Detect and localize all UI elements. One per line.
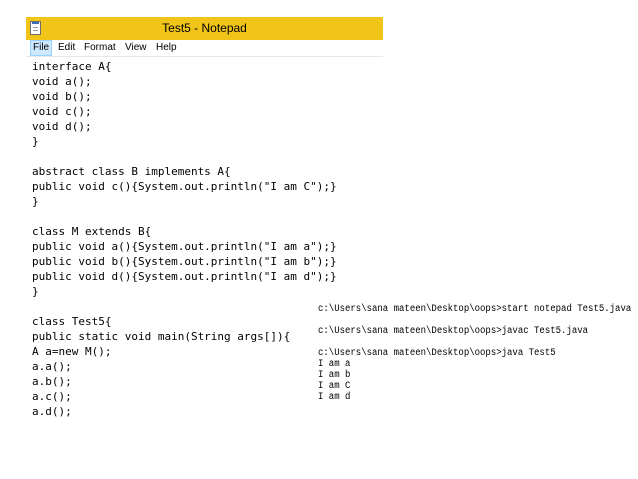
code-line: } <box>32 285 39 298</box>
code-line: a.a(); <box>32 360 72 373</box>
notepad-app-icon[interactable] <box>30 21 41 35</box>
command-prompt-output: c:\Users\sana mateen\Desktop\oops>start … <box>312 300 638 415</box>
title-bar[interactable]: Test5 - Notepad <box>26 17 383 40</box>
menu-view[interactable]: View <box>125 42 147 53</box>
code-line: A a=new M(); <box>32 345 112 358</box>
code-line: void d(); <box>32 120 92 133</box>
console-line: c:\Users\sana mateen\Desktop\oops>javac … <box>318 326 589 337</box>
code-line: public void c(){System.out.println("I am… <box>32 180 337 193</box>
code-line: a.d(); <box>32 405 72 417</box>
console-line: I am C <box>318 381 351 392</box>
console-line: c:\Users\sana mateen\Desktop\oops>java T… <box>318 348 556 359</box>
code-line: abstract class B implements A{ <box>32 165 231 178</box>
code-line: } <box>32 135 39 148</box>
code-line: void b(); <box>32 90 92 103</box>
menu-format[interactable]: Format <box>84 42 116 53</box>
window-title: Test5 - Notepad <box>162 21 247 35</box>
code-line: interface A{ <box>32 60 112 73</box>
console-line: I am d <box>318 392 351 403</box>
console-line: I am a <box>318 359 351 370</box>
console-line: c:\Users\sana mateen\Desktop\oops>start … <box>318 304 632 315</box>
code-line: } <box>32 195 39 208</box>
menu-edit[interactable]: Edit <box>58 42 76 53</box>
menu-help[interactable]: Help <box>156 42 177 53</box>
code-line: public static void main(String args[]){ <box>32 330 291 343</box>
code-line: void c(); <box>32 105 92 118</box>
code-line: void a(); <box>32 75 92 88</box>
code-line: class M extends B{ <box>32 225 152 238</box>
code-line: public void a(){System.out.println("I am… <box>32 240 337 253</box>
code-line: public void d(){System.out.println("I am… <box>32 270 337 283</box>
menu-file[interactable]: File <box>30 40 53 56</box>
console-line: I am b <box>318 370 351 381</box>
code-line: class Test5{ <box>32 315 112 328</box>
menu-bar: File Edit Format View Help <box>26 40 383 57</box>
code-line: public void b(){System.out.println("I am… <box>32 255 337 268</box>
code-line: a.c(); <box>32 390 72 403</box>
code-line: a.b(); <box>32 375 72 388</box>
